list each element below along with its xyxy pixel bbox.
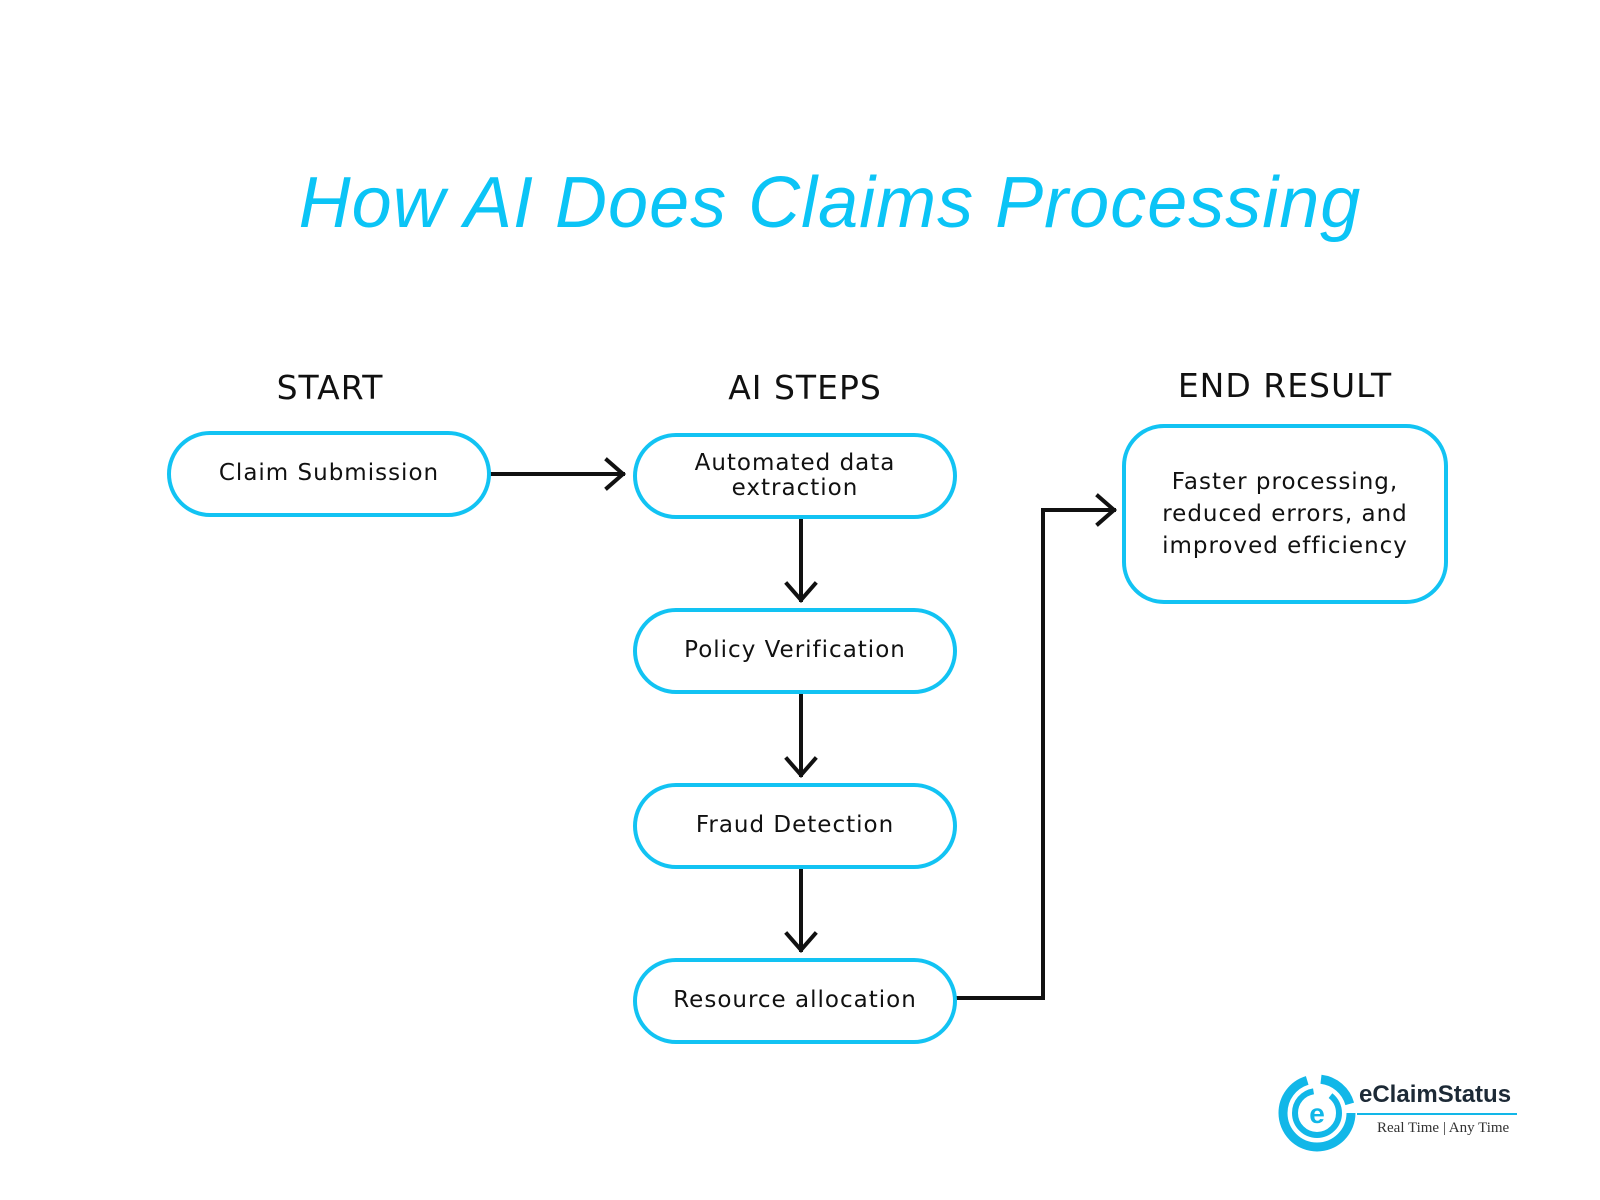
page-title: How AI Does Claims Processing: [298, 163, 1362, 243]
node-automated-data-extraction: Automated data extraction: [633, 433, 957, 519]
node-policy-verification: Policy Verification: [633, 608, 957, 694]
node-claim-submission: Claim Submission: [167, 431, 491, 517]
arrow-claim-to-extraction: [489, 457, 627, 491]
arrow-extraction-to-policy: [784, 517, 818, 604]
logo-name: eClaimStatus: [1359, 1081, 1512, 1108]
node-label: Automated data extraction: [694, 449, 896, 501]
node-label: Claim Submission: [218, 460, 440, 487]
column-heading-ai-steps: AI STEPS: [728, 368, 882, 407]
arrow-resource-to-result: [955, 493, 1118, 1000]
eclaimstatus-logo-icon: e: [1278, 1074, 1356, 1152]
brand-logo: e eClaimStatus Real Time | Any Time: [1277, 1073, 1527, 1153]
arrow-policy-to-fraud: [784, 692, 818, 779]
node-label: Faster processing, reduced errors, and i…: [1162, 468, 1408, 560]
node-fraud-detection: Fraud Detection: [633, 783, 957, 869]
node-end-result: Faster processing, reduced errors, and i…: [1122, 424, 1448, 604]
column-heading-end-result: END RESULT: [1177, 366, 1393, 405]
node-resource-allocation: Resource allocation: [633, 958, 957, 1044]
column-heading-start: START: [276, 368, 384, 407]
logo-tagline: Real Time | Any Time: [1377, 1120, 1510, 1136]
node-label: Fraud Detection: [695, 812, 895, 839]
node-label: Resource allocation: [673, 987, 917, 1014]
node-label: Policy Verification: [684, 637, 906, 664]
logo-divider: [1357, 1113, 1517, 1115]
arrow-fraud-to-resource: [784, 867, 818, 954]
svg-text:e: e: [1309, 1098, 1325, 1129]
